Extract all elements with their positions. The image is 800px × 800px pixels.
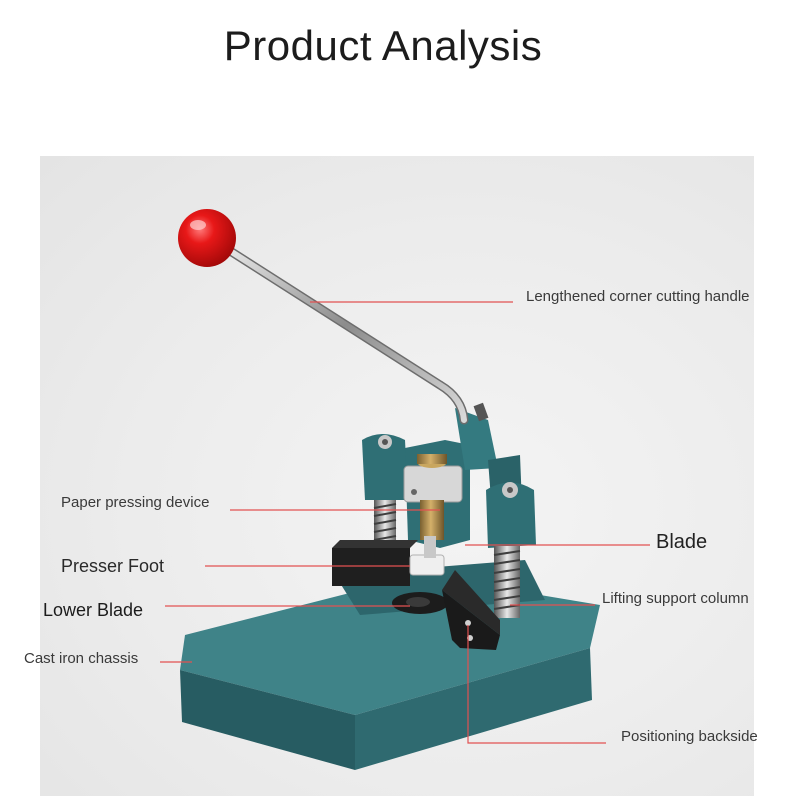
label-paper-pressing: Paper pressing device [61, 494, 210, 511]
label-backside: Positioning backside [621, 728, 758, 745]
left-column [362, 434, 408, 548]
red-handle-knob [178, 209, 236, 267]
presser-foot [332, 536, 445, 586]
label-lifting-column: Lifting support column [602, 590, 749, 607]
paper-pressing-device [403, 454, 463, 540]
page-title: Product Analysis [223, 22, 543, 69]
label-handle: Lengthened corner cutting handle [526, 288, 750, 305]
label-blade: Blade [656, 531, 708, 553]
label-chassis: Cast iron chassis [24, 650, 139, 667]
lower-blade [392, 592, 448, 614]
lengthened-handle [208, 235, 489, 425]
lifting-support-column [486, 482, 536, 618]
label-presser-foot: Presser Foot [61, 556, 165, 576]
label-lower-blade: Lower Blade [43, 600, 144, 620]
